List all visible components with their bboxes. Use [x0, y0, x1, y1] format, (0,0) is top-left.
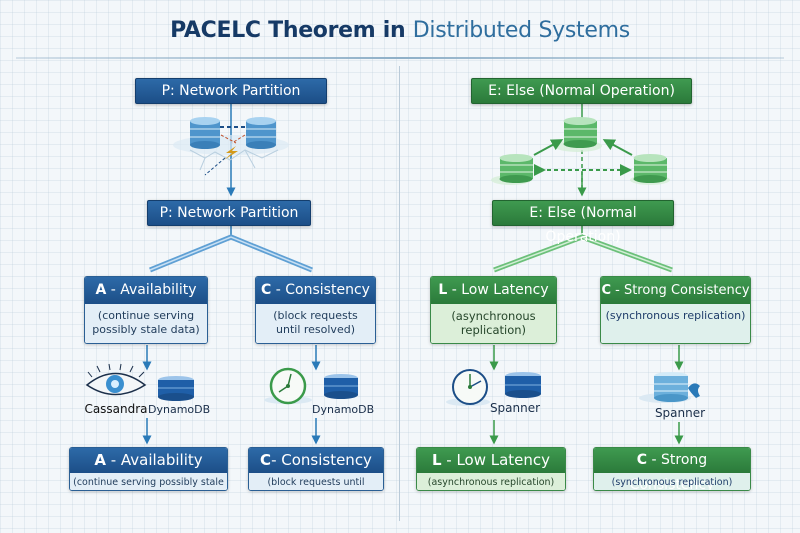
consistency-summary-title: C- Consistency [249, 448, 383, 473]
low-latency-letter: L [438, 282, 448, 298]
consistency-summary-letter: C [260, 451, 272, 469]
low-latency-name: - Low Latency [447, 282, 549, 298]
example-dynamodb-c: DynamoDB [312, 403, 375, 416]
availability-letter: A [95, 282, 107, 298]
strong-consistency-card-title: C - Strong Consistency [601, 277, 750, 304]
consistency-name: - Consistency [271, 282, 370, 298]
clock-icon-l [446, 369, 490, 406]
low-latency-desc-line1: (asynchronous [451, 309, 536, 323]
strong-consistency-letter: C [601, 283, 611, 298]
strong-consistency-summary-desc: (synchronous replication) [594, 473, 750, 490]
title-main: PACELC Theorem in [170, 18, 406, 43]
low-latency-card: L - Low Latency (asynchronous replicatio… [430, 276, 557, 344]
consistency-card-title: C - Consistency [256, 277, 375, 304]
availability-card-title: A - Availability [85, 277, 207, 304]
spanner-database-icon-sc [639, 372, 700, 403]
low-latency-desc-line2: replication) [460, 323, 527, 337]
availability-card-desc: (continue serving possibly stale data) [85, 304, 207, 343]
example-cassandra: Cassandra [84, 402, 148, 416]
example-spanner-sc: Spanner [654, 406, 706, 420]
consistency-card: C - Consistency (block requests until re… [255, 276, 376, 344]
availability-summary-desc: (continue serving possibly stale data) [70, 473, 227, 490]
strong-consistency-summary-title: C - Strong Consistency [594, 448, 750, 490]
database-left-icon [190, 117, 220, 149]
title-rule [16, 57, 784, 59]
availability-summary-card: A - Availability (continue serving possi… [69, 447, 228, 491]
strong-consistency-card: C - Strong Consistency (synchronous repl… [600, 276, 751, 344]
low-latency-summary-title: L - Low Latency [417, 448, 565, 473]
replicated-databases-icon [491, 117, 670, 185]
availability-summary-name: - Availability [105, 451, 203, 469]
availability-name: - Availability [106, 282, 197, 298]
right-second-header: E: Else (Normal Operation) [492, 200, 674, 245]
low-latency-summary-name: - Low Latency [441, 451, 551, 469]
example-dynamodb-a: DynamoDB [148, 403, 211, 416]
right-top-header: E: Else (Normal Operation) [471, 78, 692, 104]
database-right-icon [246, 117, 276, 149]
low-latency-summary-letter: L [431, 451, 442, 469]
left-top-header-label: P: Network Partition [161, 83, 301, 99]
low-latency-card-title: L - Low Latency [431, 277, 556, 304]
strong-consistency-summary-letter: C [636, 452, 648, 468]
database-replica-right-icon [633, 154, 667, 183]
right-second-header-label: E: Else (Normal Operation) [529, 205, 637, 245]
spanner-database-icon-l [505, 372, 541, 398]
database-replica-left-icon [499, 154, 533, 183]
availability-card: A - Availability (continue serving possi… [84, 276, 208, 344]
availability-desc-line2: possibly stale data) [92, 323, 200, 336]
left-top-header: P: Network Partition [135, 78, 327, 104]
availability-desc-line1: (continue serving [97, 309, 195, 322]
low-latency-summary-card: L - Low Latency (asynchronous replicatio… [416, 447, 566, 491]
strong-consistency-card-desc: (synchronous replication) [601, 304, 750, 343]
consistency-summary-desc: (block requests until resolved) [249, 473, 383, 490]
left-second-header-label: P: Network Partition [159, 205, 299, 221]
column-divider [399, 66, 400, 521]
strong-consistency-summary-card: C - Strong Consistency (synchronous repl… [593, 447, 751, 491]
database-primary-icon [563, 117, 597, 148]
availability-summary-title: A - Availability [70, 448, 227, 473]
low-latency-summary-desc: (asynchronous replication) [417, 473, 565, 490]
right-top-header-label: E: Else (Normal Operation) [488, 83, 675, 99]
dynamodb-database-icon-a [158, 376, 194, 401]
dynamodb-database-icon-c [324, 374, 358, 399]
wrench-icon [688, 383, 700, 398]
lightning-icon [224, 146, 238, 160]
strong-consistency-desc-line1: (synchronous replication) [605, 309, 746, 322]
left-second-header: P: Network Partition [147, 200, 311, 226]
low-latency-card-desc: (asynchronous replication) [431, 304, 556, 343]
availability-summary-letter: A [94, 451, 106, 469]
cassandra-eye-icon [85, 363, 147, 396]
example-spanner-l: Spanner [489, 401, 541, 415]
connector-left-fork [149, 234, 313, 273]
page-title: PACELC Theorem in Distributed Systems [0, 18, 800, 43]
consistency-summary-card: C- Consistency (block requests until res… [248, 447, 384, 491]
title-accent: Distributed Systems [412, 18, 630, 43]
consistency-letter: C [261, 282, 272, 298]
consistency-desc-line1: (block requests [273, 309, 358, 322]
clock-icon-c [264, 367, 312, 405]
network-partition-icon [173, 117, 289, 176]
consistency-summary-name: - Consistency [271, 451, 372, 469]
strong-consistency-name: - Strong Consistency [611, 283, 750, 298]
consistency-card-desc: (block requests until resolved) [256, 304, 375, 343]
consistency-desc-line2: until resolved) [276, 323, 355, 336]
